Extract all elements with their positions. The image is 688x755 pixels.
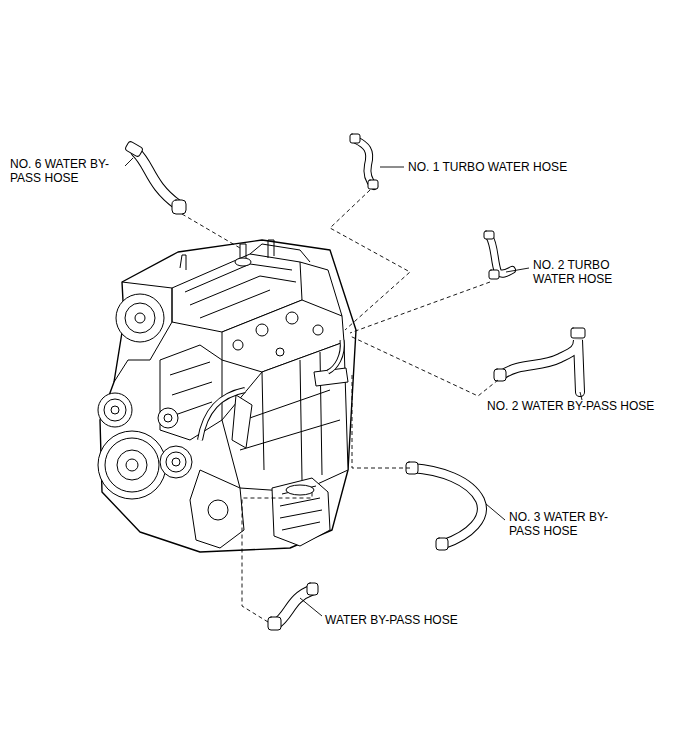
dashed-leaders [182,190,498,622]
part-label: NO. 6 WATER BY- PASS HOSE [10,157,122,185]
part-label: NO. 1 TURBO WATER HOSE [408,160,608,174]
part-label: WATER BY-PASS HOSE [325,613,505,627]
engine-assembly [98,240,356,552]
part-label: NO. 2 TURBO WATER HOSE [533,258,625,286]
part-label: NO. 3 WATER BY- PASS HOSE [509,510,621,538]
label-leaders [125,158,582,616]
part-label: NO. 2 WATER BY-PASS HOSE [487,399,682,413]
hose-parts [125,134,585,630]
